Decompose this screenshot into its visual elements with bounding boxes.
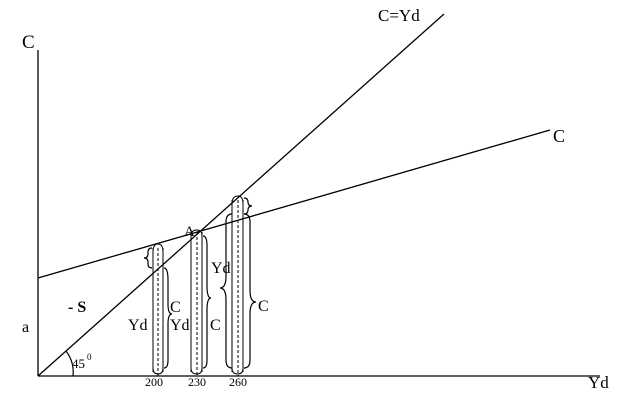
brace-mid	[163, 267, 173, 369]
brace-260-c-label: C	[258, 298, 269, 315]
cap-200-bottom	[152, 367, 164, 375]
brace-200-c-label: C	[170, 299, 181, 316]
tick-label-230: 230	[188, 375, 206, 389]
guide-lines	[152, 200, 244, 376]
brace-230-c	[202, 235, 212, 369]
consumption-line-label: C	[553, 126, 565, 146]
line-45-label: C=Yd	[378, 6, 420, 25]
point-a-label: A	[184, 224, 195, 240]
angle-degree-label: 0	[87, 352, 92, 362]
brace-260-yd-label: Yd	[211, 260, 231, 277]
intercept-label: a	[22, 319, 29, 336]
axes	[37, 50, 600, 377]
brace-200-yd-label: Yd	[128, 317, 148, 334]
angle-label: 45	[72, 356, 85, 371]
x-axis-label: Yd	[588, 373, 609, 392]
line-45-degree	[37, 13, 445, 377]
brace-260-c	[243, 213, 257, 369]
cap-260-bottom	[231, 367, 244, 375]
y-axis-label: C	[22, 32, 35, 53]
brace-230-c-label: C	[210, 317, 221, 334]
consumption-function-line	[37, 129, 551, 279]
angle-arc	[65, 350, 74, 377]
tick-label-200: 200	[145, 375, 163, 389]
braces	[143, 197, 257, 369]
cap-230-bottom	[190, 367, 203, 375]
cap-200-top	[152, 243, 164, 253]
cap-230-top	[190, 229, 203, 237]
brace-260-small	[243, 197, 253, 215]
cap-260-top	[231, 195, 244, 205]
brace-230-yd-label: Yd	[170, 317, 190, 334]
tick-label-260: 260	[229, 375, 247, 389]
bracket-caps	[152, 195, 244, 375]
brace-200-small	[143, 247, 153, 269]
dissaving-label: - S	[68, 299, 86, 316]
brace-260-yd	[219, 213, 233, 369]
